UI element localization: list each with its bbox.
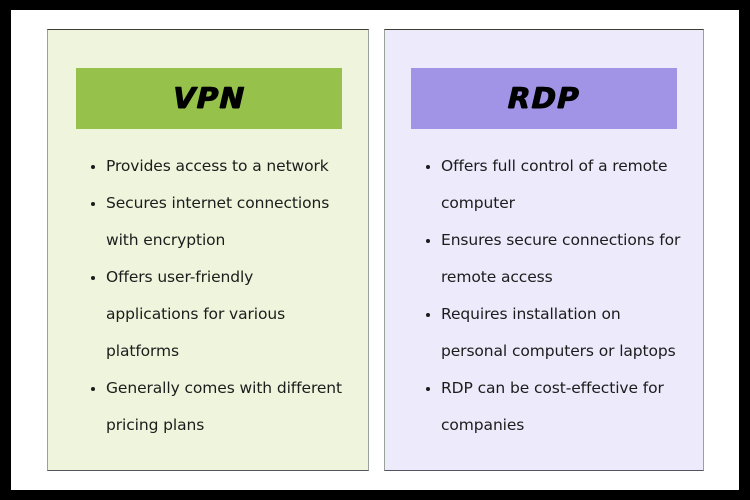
list-item: RDP can be cost-effective for companies [423, 370, 691, 444]
comparison-card-rdp: RDP Offers full control of a remote comp… [384, 29, 704, 471]
card-title-vpn: VPN [172, 81, 246, 115]
list-item: Secures internet connections with encryp… [88, 185, 350, 259]
list-item: Requires installation on personal comput… [423, 296, 691, 370]
bullet-list-rdp: Offers full control of a remote computer… [423, 148, 691, 444]
list-item: Generally comes with different pricing p… [88, 370, 350, 444]
bullet-list-vpn: Provides access to a network Secures int… [88, 148, 350, 444]
card-title-rdp: RDP [507, 81, 581, 115]
card-header-vpn: VPN [76, 68, 342, 129]
slide-canvas: VPN Provides access to a network Secures… [11, 10, 739, 490]
list-item: Ensures secure connections for remote ac… [423, 222, 691, 296]
card-header-rdp: RDP [411, 68, 677, 129]
list-item: Offers user-friendly applications for va… [88, 259, 350, 370]
list-item: Offers full control of a remote computer [423, 148, 691, 222]
list-item: Provides access to a network [88, 148, 350, 185]
comparison-card-vpn: VPN Provides access to a network Secures… [47, 29, 369, 471]
